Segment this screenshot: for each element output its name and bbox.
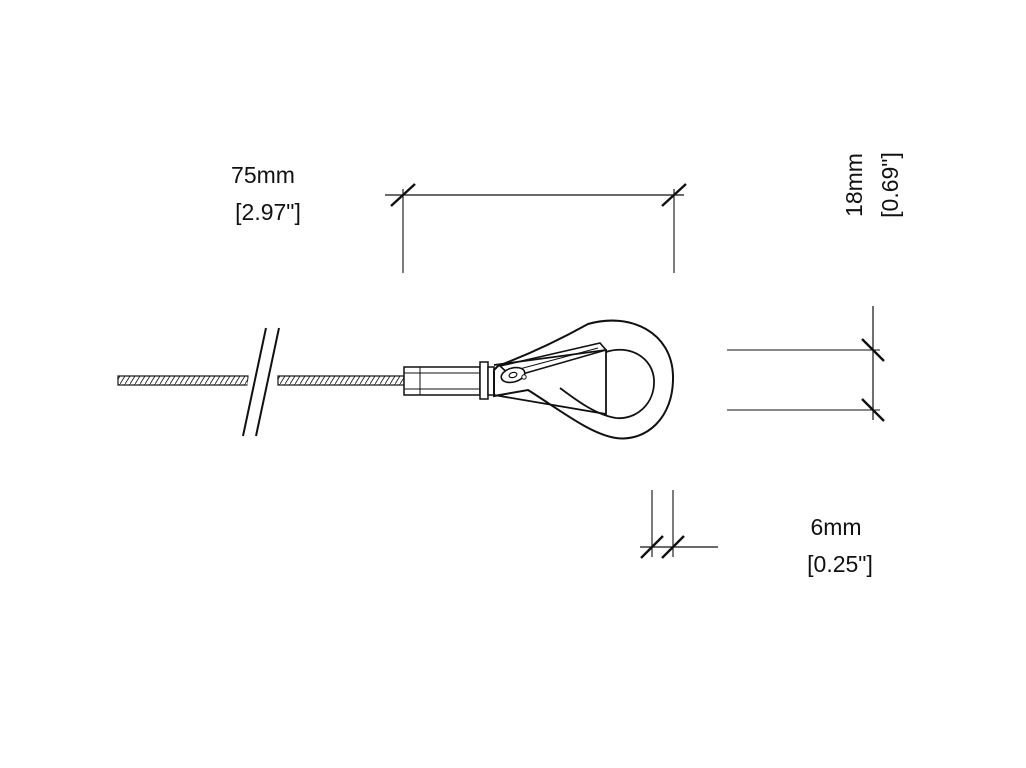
height-imperial-label: [0.69"] bbox=[877, 152, 903, 218]
length-imperial-label: [2.97"] bbox=[235, 199, 301, 225]
wire-cable bbox=[117, 326, 405, 436]
tick-mark bbox=[861, 338, 885, 362]
dimension-thickness: 6mm [0.25"] bbox=[640, 490, 873, 577]
tick-mark bbox=[661, 535, 685, 559]
tick-mark bbox=[640, 535, 664, 559]
cable-break-symbol bbox=[242, 327, 280, 437]
tick-mark bbox=[390, 183, 416, 207]
hook-inner-opening bbox=[559, 348, 655, 419]
dimension-height: 18mm [0.69"] bbox=[727, 152, 903, 422]
dimension-length: 75mm [2.97"] bbox=[231, 162, 687, 273]
length-metric-label: 75mm bbox=[231, 162, 295, 188]
thickness-imperial-label: [0.25"] bbox=[807, 551, 873, 577]
thickness-metric-label: 6mm bbox=[810, 514, 861, 540]
tick-mark bbox=[861, 398, 885, 422]
snap-hook bbox=[493, 319, 675, 440]
ferrule-sleeve bbox=[403, 361, 495, 400]
hook-body bbox=[493, 319, 675, 440]
height-metric-label: 18mm bbox=[841, 153, 867, 217]
tick-mark bbox=[661, 183, 687, 207]
